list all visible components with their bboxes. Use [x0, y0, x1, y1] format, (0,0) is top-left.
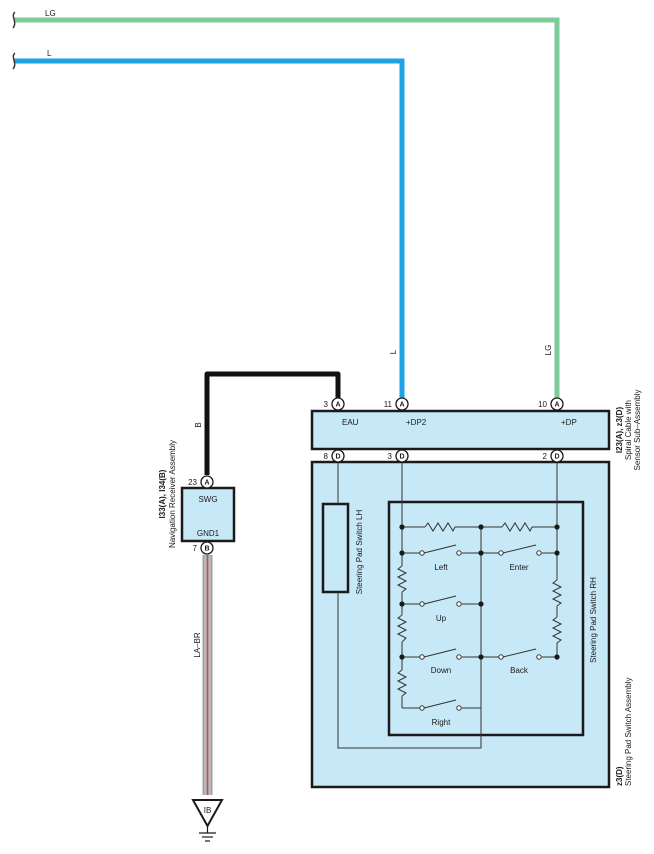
pin-markers — [200, 397, 564, 555]
switches — [419, 544, 542, 711]
pin-number-dp: 10 — [538, 400, 547, 409]
internal-wiring — [337, 462, 558, 749]
pin-conn-nav-bottom: B — [204, 546, 209, 553]
pin-number-3d: 3 — [388, 452, 393, 461]
nav-receiver-box — [180, 486, 236, 543]
pin-conn-8d: D — [335, 454, 340, 461]
pin-number-8d: 8 — [324, 452, 329, 461]
pin-conn-dp: A — [554, 402, 559, 409]
terminal-label-dp: +DP — [561, 418, 577, 427]
wire-lg — [14, 17, 560, 398]
spiral-cable-box — [310, 409, 611, 451]
wire-label-l-top: L — [47, 49, 52, 58]
pin-conn-dp2: A — [399, 402, 404, 409]
switch-label-left: Left — [434, 563, 448, 572]
wire-label-la-br: LA–BR — [193, 632, 202, 658]
switch-label-right: Right — [432, 718, 451, 727]
steering-pad-lh-box — [321, 502, 350, 594]
terminal-label-dp2: +DP2 — [406, 418, 427, 427]
switch-label-up: Up — [436, 614, 447, 623]
pin-number-eau: 3 — [324, 400, 329, 409]
steering-pad-rh-box — [387, 500, 585, 737]
pin-conn-2d: D — [554, 454, 559, 461]
nav-terminal-gnd1: GND1 — [197, 529, 220, 538]
spiral-cable-name-line1: Spiral Cable with — [624, 400, 633, 460]
pin-number-2d: 2 — [543, 452, 548, 461]
wire-b — [204, 371, 341, 475]
pin-number-dp2: 11 — [384, 400, 393, 409]
steering-pad-connector-id: z3(D) — [615, 766, 624, 786]
resistors — [396, 522, 563, 697]
ground-symbol — [191, 799, 224, 842]
wire-label-l-vertical: L — [389, 349, 398, 354]
pin-conn-eau: A — [335, 402, 340, 409]
steering-pad-lh-label: Steering Pad Switch LH — [355, 510, 364, 595]
spiral-cable-name-line2: Sensor Sub–Assembly — [633, 390, 642, 471]
nav-terminal-swg: SWG — [198, 495, 217, 504]
spiral-cable-connector-id: I23(A), z3(D) — [615, 407, 624, 454]
terminal-label-eau: EAU — [342, 418, 359, 427]
steering-pad-rh-label: Steering Pad Switch RH — [589, 577, 598, 663]
steering-pad-assembly-name: Steering Pad Switch Assembly — [624, 678, 633, 787]
pin-conn-3d: D — [399, 454, 404, 461]
nav-receiver-connector-id: I33(A), I34(B) — [158, 469, 167, 518]
wire-label-lg-top: LG — [45, 9, 56, 18]
ground-label: IB — [204, 806, 212, 815]
break-mark-lg — [12, 11, 16, 29]
switch-label-down: Down — [431, 666, 451, 675]
nav-receiver-name: Navigation Receiver Assembly — [168, 440, 177, 548]
break-mark-l — [12, 52, 16, 70]
switch-label-back: Back — [510, 666, 529, 675]
pin-number-nav-bottom: 7 — [193, 544, 198, 553]
wire-label-b: B — [194, 422, 203, 427]
wire-l — [14, 58, 405, 398]
pin-conn-nav-top: A — [204, 480, 209, 487]
wire-la-br — [202, 555, 213, 795]
pin-number-nav-top: 23 — [188, 478, 197, 487]
wire-label-lg-vertical: LG — [544, 345, 553, 356]
switch-label-enter: Enter — [509, 563, 528, 572]
junction-dots — [399, 524, 560, 660]
